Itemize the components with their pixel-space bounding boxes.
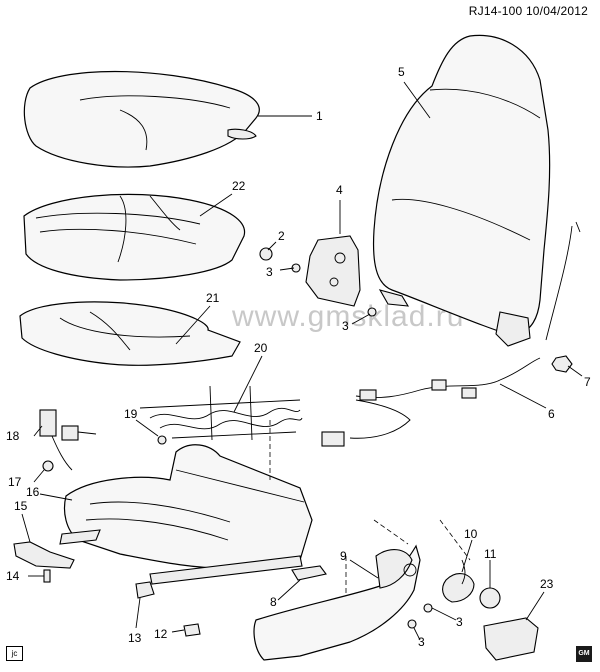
callout-3d: 3 — [418, 635, 425, 649]
callout-3a: 3 — [266, 265, 273, 279]
seat-pad-heater — [19, 301, 241, 366]
gm-logo-icon: GM — [576, 646, 592, 662]
recliner-bracket — [305, 235, 361, 307]
diagram-date: 10/04/2012 — [525, 4, 588, 18]
assembly-lines — [269, 420, 471, 596]
seat-track-cover — [13, 541, 75, 569]
callout-19: 19 — [124, 407, 138, 421]
leader-lines — [21, 81, 583, 641]
callout-15: 15 — [14, 499, 28, 513]
wire-clip — [135, 581, 155, 599]
callout-11: 11 — [484, 547, 497, 561]
callout-21: 21 — [206, 291, 220, 305]
callout-8: 8 — [270, 595, 277, 609]
callout-4: 4 — [336, 183, 343, 197]
callout-3c: 3 — [456, 615, 463, 629]
shield-screws — [407, 603, 433, 629]
track-end-bracket — [291, 565, 327, 581]
callout-1: 1 — [316, 109, 323, 123]
callout-13: 13 — [128, 631, 142, 645]
watermark-text: www.gmsklad.ru — [232, 300, 465, 333]
seat-cushion-cover — [23, 70, 260, 168]
corner-tag: jc — [6, 646, 23, 661]
callout-17: 17 — [8, 475, 22, 489]
recliner-cap — [479, 587, 501, 609]
callout-10: 10 — [464, 527, 478, 541]
callout-18: 18 — [6, 429, 20, 443]
suspension-nut — [157, 435, 167, 445]
diagram-header: RJ14-100 10/04/2012 — [469, 4, 588, 18]
callout-9: 9 — [340, 549, 347, 563]
callout-12: 12 — [154, 627, 168, 641]
frame-bolt — [183, 623, 201, 637]
seat-suspension-mat — [139, 385, 303, 441]
seat-cushion-pad — [23, 193, 246, 281]
callout-20: 20 — [254, 341, 268, 355]
callout-labels: 1 2 3 3 3 3 4 5 6 7 8 9 10 11 12 13 14 1… — [6, 65, 591, 649]
callout-3b: 3 — [342, 319, 349, 333]
callout-6: 6 — [548, 407, 555, 421]
seat-back-frame — [372, 34, 581, 347]
wiring-harness — [321, 357, 541, 447]
callout-2: 2 — [278, 229, 285, 243]
callout-14: 14 — [6, 569, 20, 583]
recliner-handle — [442, 559, 475, 603]
callout-5: 5 — [398, 65, 405, 79]
buckle-nut — [42, 460, 54, 472]
callout-16: 16 — [26, 485, 40, 499]
seat-frame-assembly — [59, 444, 313, 585]
callout-23: 23 — [540, 577, 554, 591]
track-bolt — [43, 569, 51, 583]
callout-22: 22 — [232, 179, 246, 193]
diagram-code: RJ14-100 — [468, 4, 523, 18]
seat-side-shield — [253, 544, 421, 661]
seat-belt-buckle — [39, 409, 97, 471]
trim-end-cover — [483, 617, 539, 661]
callout-7: 7 — [584, 375, 591, 389]
hex-nut — [551, 355, 573, 373]
